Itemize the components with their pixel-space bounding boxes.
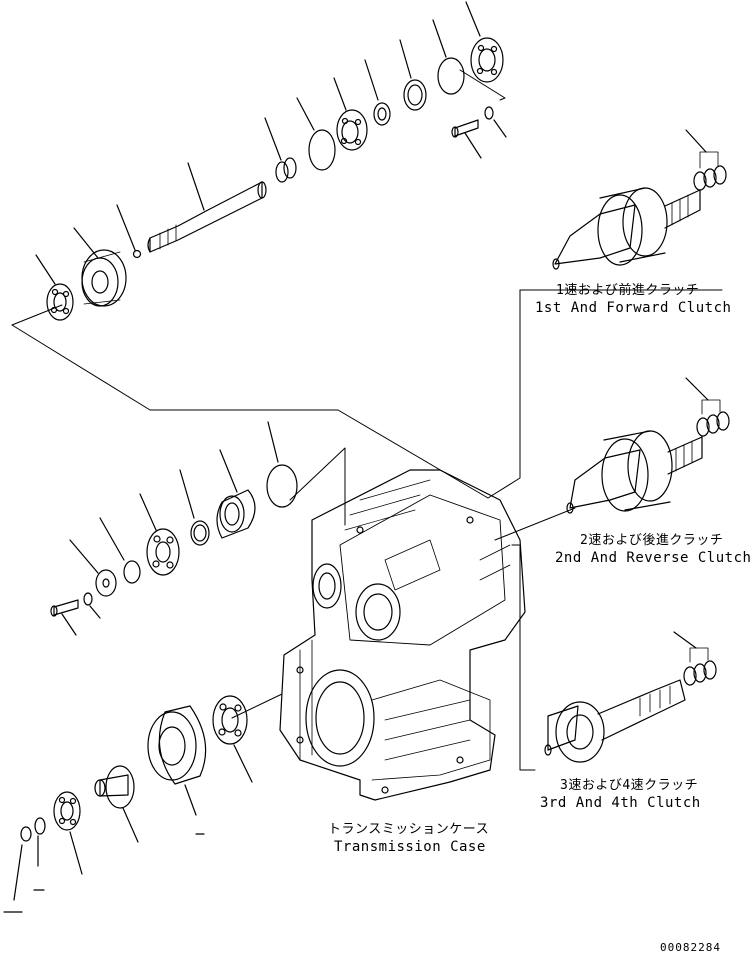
snap-ring bbox=[266, 421, 298, 508]
clutch3-label-ja: 3速および4速クラッチ bbox=[560, 778, 699, 793]
clutch-1st-forward bbox=[552, 129, 727, 270]
washer-part bbox=[484, 106, 507, 138]
case-label-ja: トランスミッションケース bbox=[328, 822, 490, 837]
clutch3-label-en: 3rd And 4th Clutch bbox=[540, 795, 701, 811]
bearing-part bbox=[35, 254, 74, 321]
snap-ring bbox=[99, 517, 141, 584]
cap-part bbox=[13, 826, 32, 901]
clutch1-label-en: 1st And Forward Clutch bbox=[535, 300, 732, 316]
snap-ring bbox=[34, 817, 46, 867]
bearing-part bbox=[212, 695, 253, 783]
clutch1-label-ja: 1速および前進クラッチ bbox=[556, 283, 700, 298]
connector-lines bbox=[11, 69, 723, 771]
clutch-2nd-reverse bbox=[566, 377, 730, 514]
seal-part bbox=[399, 39, 427, 111]
plate-part bbox=[69, 539, 117, 597]
ring-part bbox=[364, 59, 391, 126]
snap-ring bbox=[432, 19, 465, 95]
clutch2-label-en: 2nd And Reverse Clutch bbox=[555, 550, 751, 566]
top-shaft-assembly bbox=[35, 1, 507, 321]
hub-part bbox=[94, 765, 139, 843]
snap-ring-pair bbox=[264, 117, 297, 183]
lower-left-assembly bbox=[3, 695, 253, 913]
nut-part bbox=[116, 204, 142, 259]
bearing-part bbox=[333, 77, 368, 151]
case-label-en: Transmission Case bbox=[334, 839, 486, 855]
large-bearing-part bbox=[147, 705, 207, 816]
bearing-race-part bbox=[216, 449, 256, 539]
clutch-3rd-4th bbox=[544, 631, 717, 763]
transmission-case bbox=[279, 469, 526, 801]
ring-part bbox=[179, 469, 210, 546]
washer-part bbox=[83, 592, 101, 619]
bearing-part bbox=[53, 791, 83, 875]
bearing-part bbox=[139, 493, 180, 576]
mid-left-assembly bbox=[50, 421, 298, 636]
bolt-part bbox=[50, 599, 79, 636]
figure-number: 00082284 bbox=[660, 941, 721, 954]
bearing-part bbox=[465, 1, 504, 83]
clutch2-label-ja: 2速および後進クラッチ bbox=[580, 533, 724, 548]
bolt-part bbox=[451, 119, 482, 159]
shaft-part bbox=[147, 162, 267, 253]
snap-ring bbox=[296, 97, 336, 171]
gear-part bbox=[73, 227, 127, 307]
